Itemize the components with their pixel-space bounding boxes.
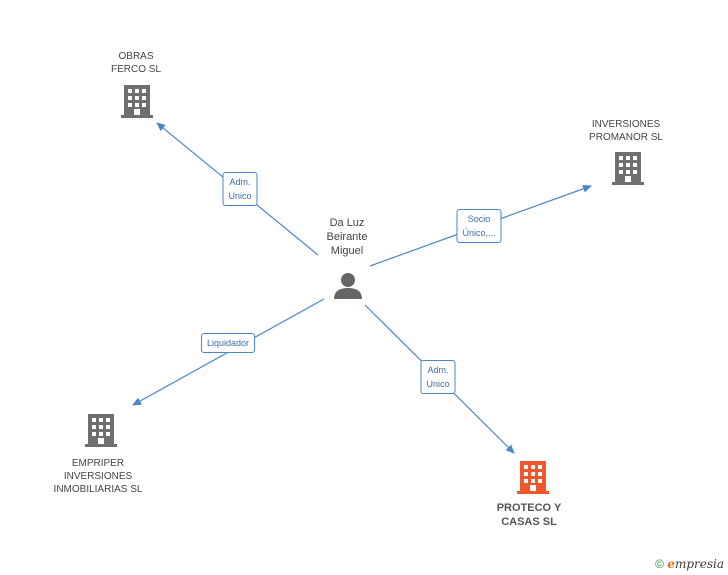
brand-logo-e: e	[667, 557, 675, 571]
building-icon[interactable]	[121, 85, 153, 118]
company-label-proteco[interactable]: PROTECO Y CASAS SL	[496, 502, 562, 528]
company-label-inversiones[interactable]: INVERSIONES PROMANOR SL	[589, 119, 663, 143]
building-icon[interactable]	[517, 461, 549, 494]
relation-label-obras: Adm. Unico	[222, 172, 258, 206]
relation-label-inversiones: Socio Único,...	[456, 209, 502, 243]
person-icon[interactable]	[334, 273, 362, 299]
copyright-icon: ©	[655, 557, 664, 571]
company-label-obras[interactable]: OBRAS FERCO SL	[110, 51, 162, 75]
brand-logo-text: mpresia	[674, 557, 724, 571]
building-icon[interactable]	[85, 414, 117, 447]
relation-label-proteco: Adm. Unico	[420, 360, 456, 394]
building-icon[interactable]	[612, 152, 644, 185]
relation-label-empriper: Liquidador	[200, 333, 256, 353]
company-label-empriper[interactable]: EMPRIPER INVERSIONES INMOBILIARIAS SL	[53, 458, 143, 495]
footer-brand: © empresia	[655, 557, 724, 571]
person-label[interactable]: Da Luz Beirante Miguel	[326, 217, 368, 257]
